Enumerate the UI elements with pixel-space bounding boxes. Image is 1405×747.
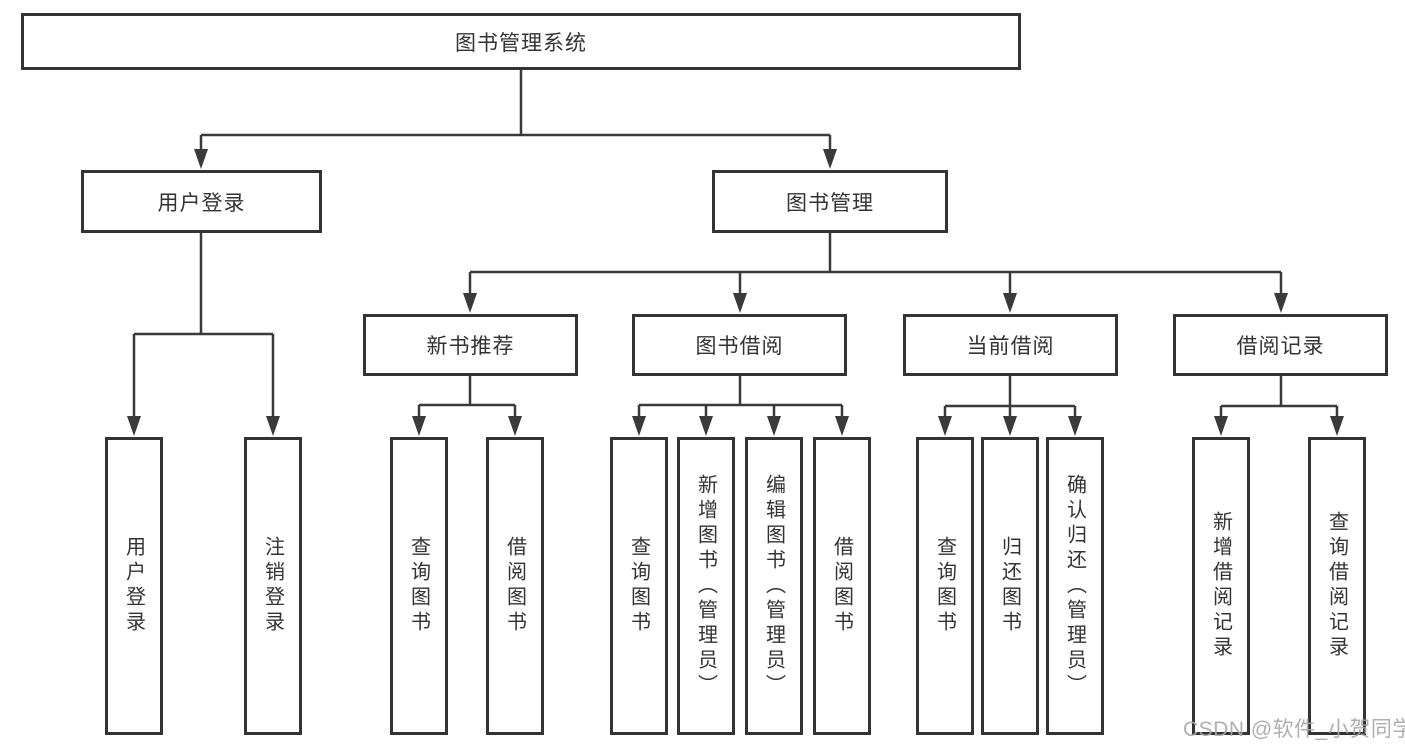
leaf-add-borrow-record-label: 新增借阅记录 <box>1209 511 1232 661</box>
leaf-borrow-books-recommend-label: 借阅图书 <box>503 536 526 636</box>
node-book-borrow-label: 图书借阅 <box>695 335 784 358</box>
leaf-query-borrow-record: 查询借阅记录 <box>1308 437 1366 735</box>
leaf-query-borrow-record-label: 查询借阅记录 <box>1325 511 1348 661</box>
node-new-book-recommend-label: 新书推荐 <box>426 335 515 358</box>
node-new-book-recommend: 新书推荐 <box>363 314 578 376</box>
node-user-login-label: 用户登录 <box>157 191 246 215</box>
leaf-return-books-label: 归还图书 <box>998 536 1021 636</box>
leaf-query-books-borrow-label: 查询图书 <box>627 536 650 636</box>
connector-current-borrow <box>943 376 1077 417</box>
csdn-watermark: CSDN @软件_小贺同学 <box>1183 718 1405 741</box>
leaf-add-books-admin: 新增图书（管理员） <box>677 437 735 735</box>
leaf-return-books: 归还图书 <box>981 437 1039 735</box>
leaf-query-books-recommend: 查询图书 <box>390 437 448 735</box>
node-book-borrow: 图书借阅 <box>632 314 847 376</box>
leaf-edit-books-admin: 编辑图书（管理员） <box>745 437 803 735</box>
leaf-query-books-current: 查询图书 <box>916 437 974 735</box>
connector-root <box>199 69 832 150</box>
leaf-query-books-current-label: 查询图书 <box>933 536 956 636</box>
node-book-management-label: 图书管理 <box>786 191 874 215</box>
connector-borrow-records <box>1219 376 1339 417</box>
node-borrow-records-label: 借阅记录 <box>1236 335 1325 358</box>
connector-book-borrow <box>637 376 844 417</box>
leaf-confirm-return-admin: 确认归还（管理员） <box>1046 437 1104 735</box>
leaf-borrow-books-recommend: 借阅图书 <box>486 437 544 735</box>
node-root-label: 图书管理系统 <box>455 31 587 55</box>
leaf-edit-books-admin-label: 编辑图书（管理员） <box>762 473 785 699</box>
node-root: 图书管理系统 <box>21 13 1021 70</box>
leaf-query-books-borrow: 查询图书 <box>610 437 668 735</box>
leaf-borrow-books: 借阅图书 <box>813 437 871 735</box>
leaf-add-books-admin-label: 新增图书（管理员） <box>694 473 717 699</box>
connector-new-book <box>417 376 517 417</box>
leaf-user-login-label: 用户登录 <box>122 536 145 636</box>
leaf-logout: 注销登录 <box>244 437 302 735</box>
leaf-add-borrow-record: 新增借阅记录 <box>1192 437 1250 735</box>
node-current-borrow: 当前借阅 <box>903 314 1118 376</box>
leaf-user-login: 用户登录 <box>105 437 163 735</box>
node-user-login: 用户登录 <box>81 170 322 233</box>
node-current-borrow-label: 当前借阅 <box>966 335 1055 358</box>
leaf-confirm-return-admin-label: 确认归还（管理员） <box>1063 473 1086 699</box>
arrowheads <box>127 149 1344 436</box>
leaf-query-books-recommend-label: 查询图书 <box>407 536 430 636</box>
connector-book-management <box>468 232 1283 294</box>
leaf-borrow-books-label: 借阅图书 <box>830 536 853 636</box>
node-book-management: 图书管理 <box>712 170 948 233</box>
leaf-logout-label: 注销登录 <box>261 536 284 636</box>
node-borrow-records: 借阅记录 <box>1173 314 1388 376</box>
connector-user-login <box>132 232 275 417</box>
